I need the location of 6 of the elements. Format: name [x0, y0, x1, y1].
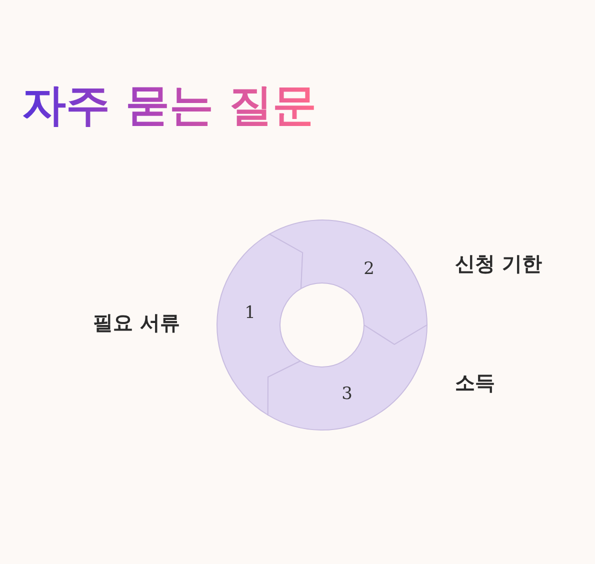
- segment-label: 소득: [455, 370, 495, 396]
- segment-label: 신청 기한: [455, 250, 542, 278]
- segment-number: 2: [364, 259, 374, 279]
- segment-number: 1: [244, 303, 256, 323]
- segment-number: 3: [342, 384, 352, 404]
- segment-label: 필요 서류: [93, 310, 180, 336]
